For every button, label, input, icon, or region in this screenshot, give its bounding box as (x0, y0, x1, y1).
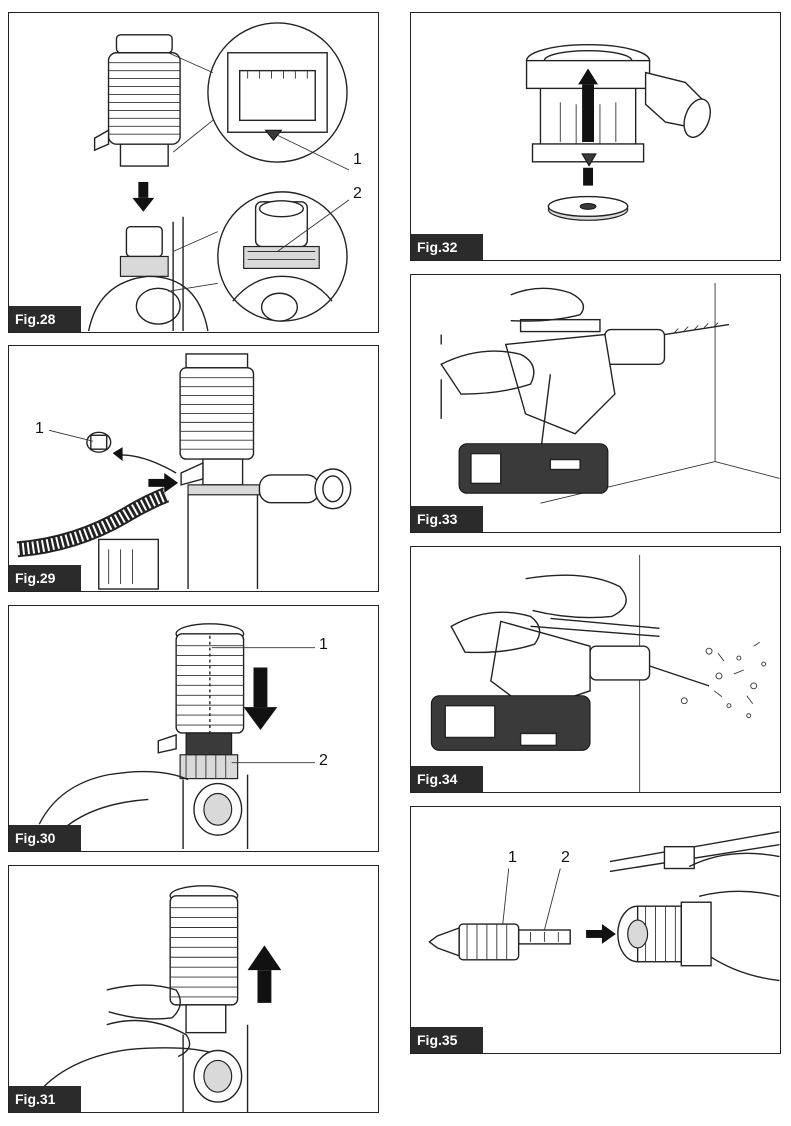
figure-29: 1 Fig.29 (8, 345, 379, 592)
fig32-illustration (525, 44, 711, 221)
fig30-illustration (38, 623, 316, 850)
callout-2: 2 (319, 752, 328, 769)
figure-30: 1 2 Fig.30 (8, 605, 379, 852)
figure-31: Fig.31 (8, 865, 379, 1113)
figure-34: Fig.34 (410, 546, 781, 793)
figure-label: Fig.30 (9, 825, 81, 851)
callout-2: 2 (561, 849, 570, 866)
callout-1: 1 (508, 849, 517, 866)
figure-32: Fig.32 (410, 12, 781, 261)
fig31-illustration (28, 885, 282, 1112)
figure-label: Fig.35 (411, 1027, 483, 1053)
callout-1: 1 (319, 636, 328, 653)
figure-28: 1 2 Fig.28 (8, 12, 379, 333)
callout-1: 1 (35, 420, 44, 437)
fig29-illustration (16, 353, 352, 590)
figure-label: Fig.32 (411, 234, 483, 260)
figure-label: Fig.29 (9, 565, 81, 591)
callout-2: 2 (353, 185, 362, 202)
fig34-illustration (430, 554, 767, 792)
fig33-illustration (440, 282, 780, 504)
figure-label: Fig.33 (411, 506, 483, 532)
figure-label: Fig.34 (411, 766, 483, 792)
figure-33: Fig.33 (410, 274, 781, 533)
callout-1: 1 (353, 151, 362, 168)
figure-label: Fig.31 (9, 1086, 81, 1112)
fig35-illustration (428, 831, 780, 982)
fig28-illustration (87, 22, 350, 332)
figure-35: 1 2 Fig.35 (410, 806, 781, 1054)
figure-label: Fig.28 (9, 306, 81, 332)
